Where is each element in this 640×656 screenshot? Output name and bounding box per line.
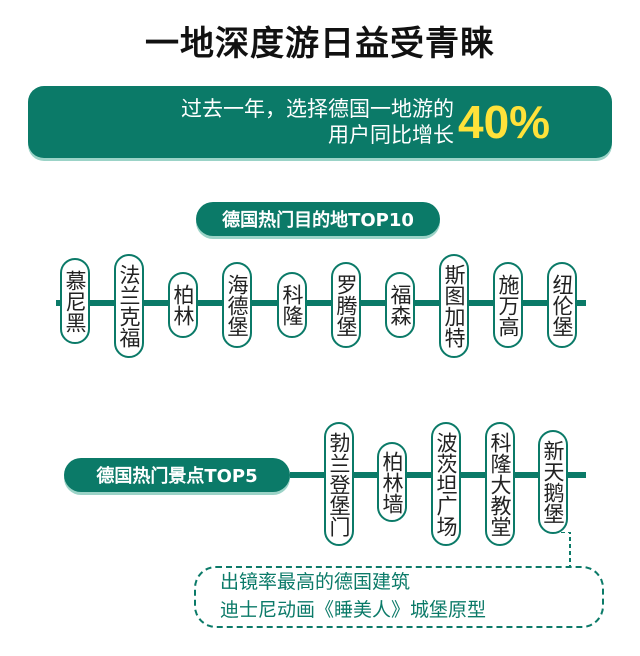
- stat-banner: 过去一年，选择德国一地游的 用户同比增长 40%: [28, 86, 612, 158]
- destinations-connector-line: [56, 300, 586, 306]
- destination-item: 慕尼黑: [60, 258, 90, 344]
- destination-item: 科隆: [277, 272, 307, 338]
- destination-item: 福森: [385, 272, 415, 338]
- page-title: 一地深度游日益受青睐: [145, 24, 495, 64]
- destination-item: 海德堡: [222, 262, 252, 348]
- callout-box: [194, 566, 604, 628]
- destination-item: 罗腾堡: [331, 262, 361, 348]
- destinations-label: 德国热门目的地TOP10: [196, 202, 440, 236]
- destination-item: 法兰克福: [114, 254, 144, 358]
- callout-text: 出镜率最高的德国建筑 迪士尼动画《睡美人》城堡原型: [220, 568, 600, 624]
- attraction-item: 波茨坦广场: [431, 422, 461, 546]
- attraction-item: 新天鹅堡: [538, 430, 568, 534]
- callout-line-1: 出镜率最高的德国建筑: [220, 571, 411, 593]
- attraction-item: 科隆大教堂: [485, 422, 515, 546]
- stat-description: 过去一年，选择德国一地游的 用户同比增长: [124, 96, 454, 148]
- stat-line-1: 过去一年，选择德国一地游的: [181, 97, 454, 121]
- destination-item: 施万高: [493, 262, 523, 348]
- callout-line-2: 迪士尼动画《睡美人》城堡原型: [220, 599, 487, 621]
- stat-percent: 40%: [458, 96, 551, 148]
- destination-item: 纽伦堡: [547, 262, 577, 348]
- attraction-item: 勃兰登堡门: [324, 422, 354, 546]
- attraction-item: 柏林墙: [377, 442, 407, 522]
- stat-line-2: 用户同比增长: [328, 123, 454, 147]
- destination-item: 斯图加特: [439, 254, 469, 358]
- attractions-label: 德国热门景点TOP5: [64, 458, 290, 492]
- destination-item: 柏林: [168, 272, 198, 338]
